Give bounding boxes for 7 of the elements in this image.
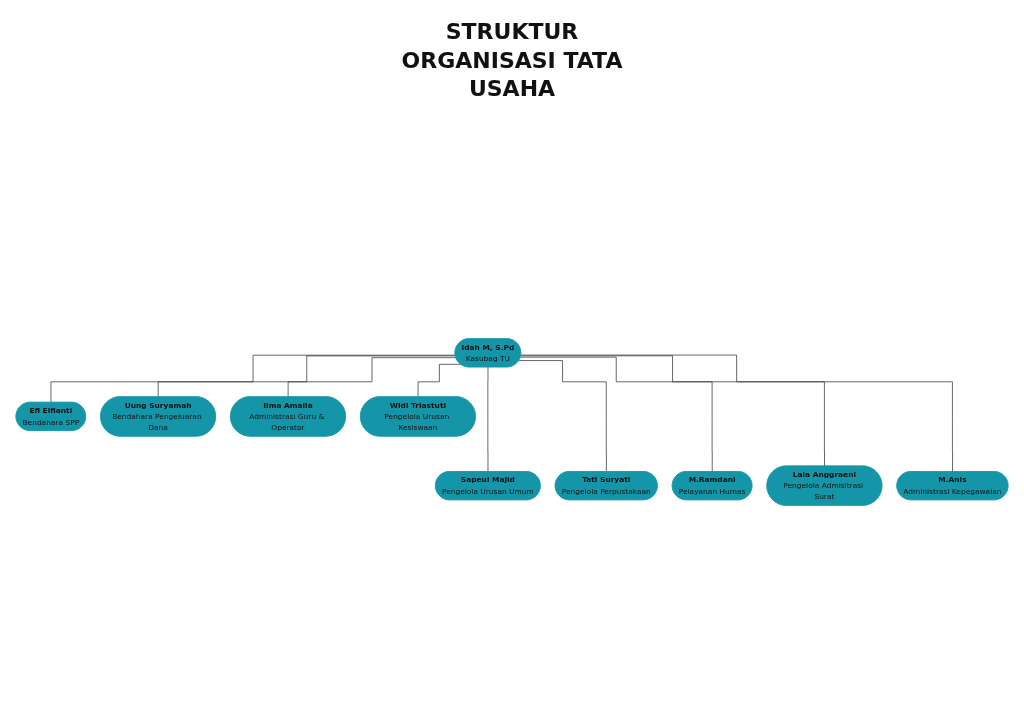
connector: [520, 356, 713, 472]
chart-title: STRUKTUR ORGANISASI TATA USAHA: [400, 18, 624, 104]
connector: [518, 359, 607, 472]
connector: [520, 354, 954, 472]
connector: [157, 355, 456, 398]
connector: [287, 357, 457, 398]
connector: [50, 354, 456, 403]
